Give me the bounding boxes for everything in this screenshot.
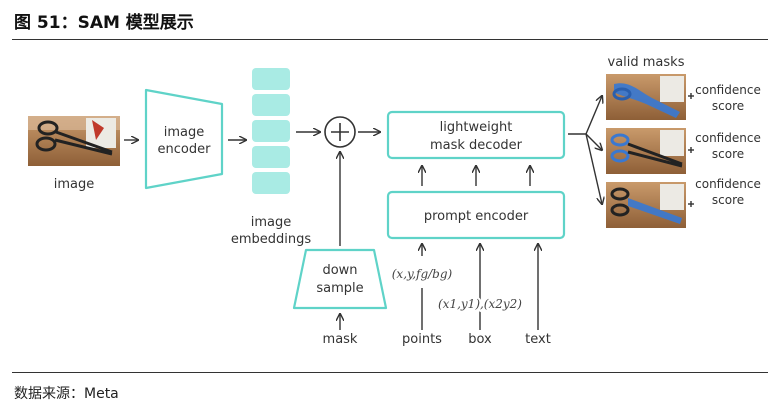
input-image [28,116,120,166]
confidence-1-line2: score [712,99,744,113]
down-sample-line2: sample [316,281,363,296]
valid-mask-2 [606,128,686,174]
mask-decoder-box [386,110,566,160]
confidence-3-line2: score [712,193,744,207]
confidence-2-line2: score [712,147,744,161]
input-image-label: image [54,177,95,192]
bottom-rule [12,372,768,373]
down-sample-shape [292,248,388,310]
prompt-encoder-box [386,190,566,240]
mask-decoder-line2: mask decoder [430,138,523,153]
down-sample-line1: down [322,263,357,278]
mask-label: mask [323,332,358,347]
top-rule [12,39,768,40]
valid-mask-3 [606,182,686,228]
image-encoder-shape [144,88,224,190]
source-note: 数据来源：Meta [14,386,119,402]
embeddings-line1: image [251,215,292,230]
mask-decoder-line1: lightweight [440,120,513,135]
confidence-2-line1: confidence [695,131,761,145]
confidence-3-line1: confidence [695,177,761,191]
text-label: text [525,332,551,347]
figure-title: 图 51：SAM 模型展示 [14,13,194,33]
plus-marker-icons [688,93,694,207]
image-encoder-line2: encoder [158,142,212,157]
box-formula: (x1,y1),(x2y2) [438,297,522,311]
points-label: points [402,332,442,347]
confidence-1-line1: confidence [695,83,761,97]
box-label: box [468,332,492,347]
prompt-encoder-label: prompt encoder [424,209,529,224]
sum-plus-icon [324,116,356,148]
output-branch-arrows [568,96,602,204]
points-formula: (x,y,fg/bg) [392,267,453,281]
image-encoder-line1: image [164,125,205,140]
valid-masks-label: valid masks [608,55,685,70]
image-embeddings-stack [252,68,290,194]
valid-mask-1 [606,74,686,120]
embeddings-line2: embeddings [231,232,312,247]
